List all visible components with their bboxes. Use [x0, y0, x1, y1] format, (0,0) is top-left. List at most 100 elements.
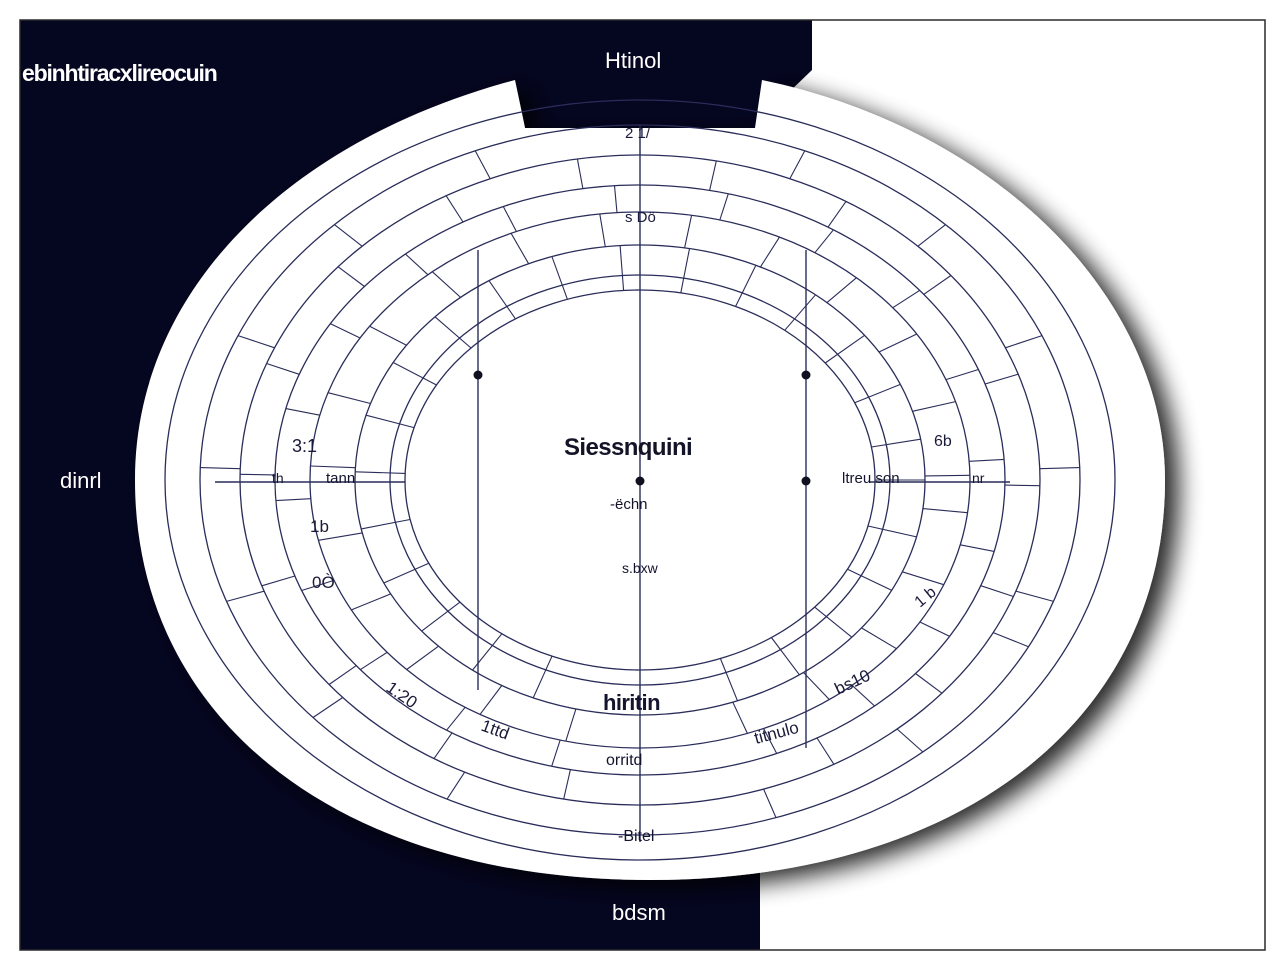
radial-tick — [434, 316, 472, 349]
radial-tick — [992, 632, 1029, 648]
radial-tick — [361, 518, 411, 530]
ring-tag-top-1: 2 1/ — [625, 125, 651, 142]
radial-tick — [479, 685, 503, 715]
radial-tick — [226, 590, 265, 602]
radial-tick — [867, 525, 917, 538]
radial-tick — [327, 392, 371, 405]
ring-tag-left-2: 1b — [310, 517, 329, 536]
radial-tick — [826, 277, 857, 304]
radial-tick — [680, 248, 691, 294]
radial-tick — [770, 637, 800, 676]
radial-tick — [917, 224, 946, 247]
radial-tick — [919, 621, 950, 637]
corner-title: ebinhtiracxlireocuin — [22, 60, 218, 86]
radial-tick — [431, 271, 461, 298]
center-sub-label-1: -ëchn — [610, 496, 648, 513]
radial-tick — [369, 325, 407, 346]
ring-tag-right-1: 6b — [934, 433, 952, 450]
radial-tick — [334, 224, 363, 247]
ring-label-1: orritd — [606, 752, 643, 769]
radial-tick — [824, 334, 865, 364]
radial-tick — [789, 150, 806, 179]
radial-tick — [613, 185, 618, 213]
radial-tick — [861, 627, 897, 650]
radial-tick — [763, 728, 778, 754]
radial-tick — [814, 606, 853, 638]
radial-tick — [266, 362, 300, 375]
radial-tick — [330, 323, 361, 339]
radial-tick — [285, 408, 320, 416]
radial-tick — [237, 335, 275, 349]
radial-tick — [551, 739, 561, 767]
radial-tick — [871, 438, 921, 448]
radial-tick — [803, 672, 830, 700]
radial-tick — [502, 206, 517, 232]
radial-tick — [392, 362, 437, 386]
radial-tick — [945, 368, 979, 381]
radial-tick — [360, 651, 388, 671]
radial-tick — [960, 544, 995, 552]
radial-tick — [405, 253, 429, 276]
radial-tick — [328, 665, 357, 685]
ring-tag-left-3: 0Ò — [312, 573, 335, 592]
radial-tick — [261, 575, 296, 587]
radial-tick — [847, 568, 892, 591]
radial-tick — [421, 601, 461, 632]
radial-tick — [337, 266, 365, 287]
radial-tick — [922, 508, 968, 514]
radial-tick — [684, 215, 693, 249]
radial-tick — [814, 229, 834, 254]
radial-tick — [488, 280, 516, 320]
radial-tick — [510, 233, 530, 264]
page-frame — [19, 19, 1266, 951]
radial-tick — [1015, 590, 1054, 602]
bottom-label: bdsm — [612, 900, 666, 925]
radial-tick — [912, 401, 956, 412]
radial-tick — [784, 294, 816, 331]
radial-tick — [915, 673, 943, 694]
radial-tick — [355, 471, 406, 474]
radial-tick — [896, 728, 924, 753]
radial-tick — [984, 373, 1019, 385]
ring-label-2: -Bitel — [618, 828, 655, 845]
radial-tick — [275, 498, 311, 502]
radial-tick — [923, 275, 952, 295]
radial-tick — [383, 562, 430, 584]
radial-tick — [816, 737, 835, 765]
center-title: Siessnquini — [564, 434, 693, 461]
center-sub-label-2: s.bxw — [622, 560, 658, 576]
left-label: dinrl — [60, 468, 102, 493]
bottom-center-label: hiritin — [603, 690, 661, 715]
radial-tick — [318, 532, 363, 541]
radial-tick — [565, 708, 577, 742]
radial-tick — [735, 265, 757, 307]
radial-tick — [1004, 484, 1040, 487]
radial-tick — [532, 655, 553, 699]
ring-tag-top-2: s Dö — [625, 209, 656, 226]
ring-outer-1 — [164, 99, 1116, 861]
radial-tick — [851, 684, 875, 707]
dots — [473, 370, 811, 486]
radial-tick — [1005, 335, 1043, 349]
dot-right-top — [801, 370, 811, 380]
radial-tick — [312, 697, 344, 718]
ring-tag-left-1: 3:1 — [292, 436, 317, 456]
radial-tick — [351, 593, 391, 611]
radial-tick — [310, 465, 356, 469]
radial-tick — [200, 467, 241, 470]
dot-left-top — [473, 370, 483, 380]
right-ring-label: ltreu son — [842, 470, 900, 487]
radial-tick — [619, 245, 625, 291]
radial-tick — [599, 213, 606, 247]
radial-tick — [576, 158, 584, 189]
radial-tick — [433, 732, 453, 759]
radial-tick — [445, 195, 464, 223]
top-label: Htinol — [605, 48, 662, 73]
left-ring-label: tann — [326, 470, 356, 487]
radial-tick — [759, 236, 780, 268]
radial-tick — [719, 193, 729, 221]
radial-tick — [732, 701, 748, 734]
radial-tick — [446, 706, 466, 731]
